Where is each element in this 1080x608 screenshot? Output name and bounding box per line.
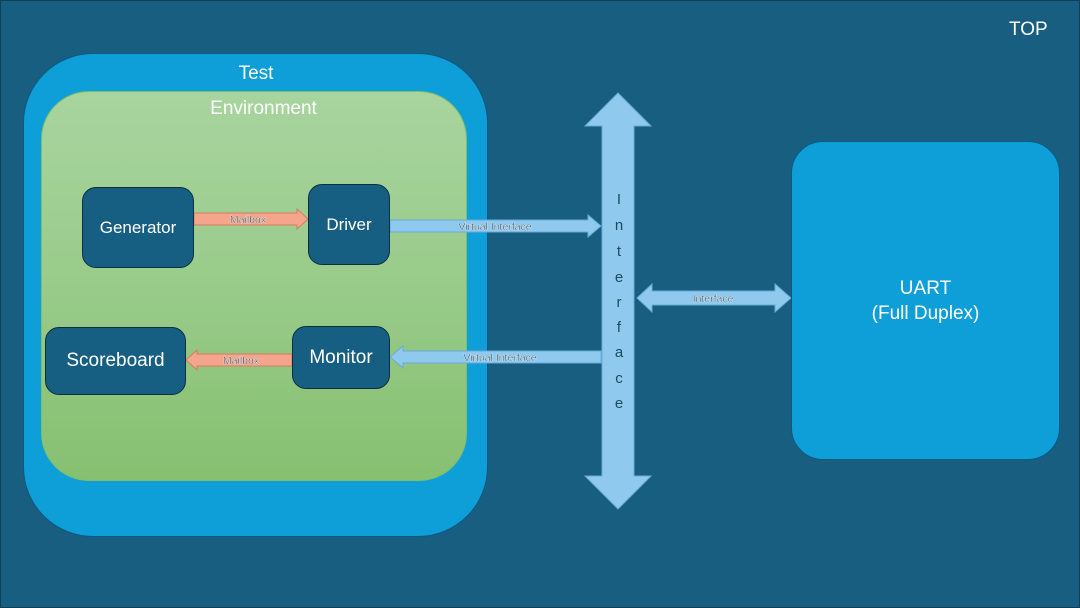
interface-letter: c: [615, 370, 623, 387]
mailbox-arrow-gen-driver: [193, 207, 309, 231]
interface-letter: a: [614, 344, 624, 361]
interface-label-uart: Interface: [693, 293, 734, 305]
environment-label: Environment: [210, 98, 317, 119]
mailbox-label-gen-driver: Mailbox: [230, 214, 267, 226]
uart-title: UART: [899, 277, 952, 299]
uart-subtitle: (Full Duplex): [871, 302, 980, 324]
interface-letter: e: [614, 269, 624, 286]
virtual-interface-label-monitor: Virtual Interface: [463, 352, 537, 364]
scoreboard-node: Scoreboard: [45, 327, 186, 395]
monitor-node: Monitor: [292, 326, 390, 389]
interface-letter: t: [616, 243, 622, 260]
uart-block: UART (Full Duplex): [791, 141, 1060, 460]
mailbox-arrow-monitor-scoreboard: [185, 348, 293, 372]
top-label: TOP: [1009, 19, 1048, 40]
virtual-interface-label-driver: Virtual Interface: [458, 221, 532, 233]
driver-node: Driver: [308, 184, 390, 265]
interface-letter: r: [616, 294, 622, 311]
interface-letter: n: [614, 217, 624, 234]
virtual-interface-arrow-driver: [389, 213, 602, 239]
mailbox-label-monitor-scoreboard: Mailbox: [223, 355, 260, 367]
interface-letter: I: [616, 191, 622, 208]
interface-bus-arrow: [583, 92, 653, 510]
virtual-interface-arrow-monitor: [389, 344, 602, 370]
generator-node: Generator: [82, 187, 194, 268]
test-label: Test: [238, 63, 274, 84]
interface-letter: e: [614, 395, 624, 412]
environment-container: [41, 91, 467, 481]
interface-letter: f: [616, 319, 622, 336]
